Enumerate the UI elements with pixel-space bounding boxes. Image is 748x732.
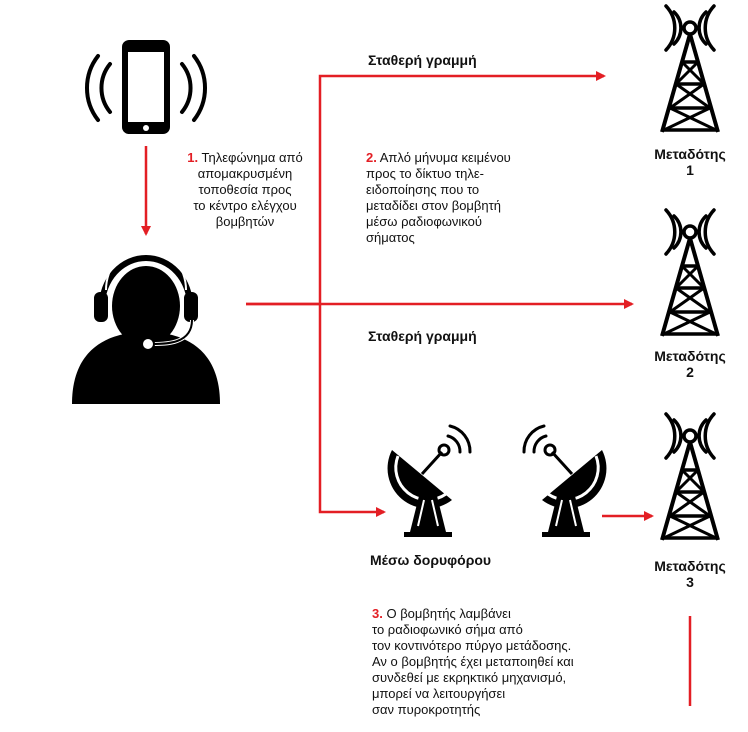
radio-tower-icon-3 (660, 412, 720, 542)
transmitter-2-label: Μεταδότης 2 (654, 348, 726, 380)
ringing-phone-icon (84, 40, 208, 134)
connectors (141, 71, 692, 706)
step-2-number: 2. (366, 150, 377, 165)
satellite-dish-icon-1 (386, 424, 472, 539)
step-2-text: 2. Απλό μήνυμα κειμένου προς το δίκτυο τ… (366, 150, 511, 245)
headset-operator-icon (72, 245, 220, 404)
step-3-text: 3. Ο βομβητής λαμβάνει το ραδιοφωνικό σή… (372, 606, 574, 717)
arrow-to-satellite (318, 304, 386, 517)
radio-tower-icon-2 (660, 208, 720, 338)
transmitter-1-label: Μεταδότης 1 (654, 146, 726, 178)
radio-tower-icon-1 (660, 4, 720, 134)
fixed-line-label-mid: Σταθερή γραμμή (368, 328, 477, 344)
step-3-number: 3. (372, 606, 383, 621)
step-1-text: 1. Τηλεφώνημα από απομακρυσμένη τοποθεσί… (187, 150, 303, 229)
fixed-line-label-top: Σταθερή γραμμή (368, 52, 477, 68)
transmitter-3-label: Μεταδότης 3 (654, 558, 726, 590)
satellite-dish-icon-2 (522, 424, 608, 539)
satellite-label: Μέσω δορυφόρου (370, 552, 492, 568)
step-1-number: 1. (187, 150, 199, 165)
